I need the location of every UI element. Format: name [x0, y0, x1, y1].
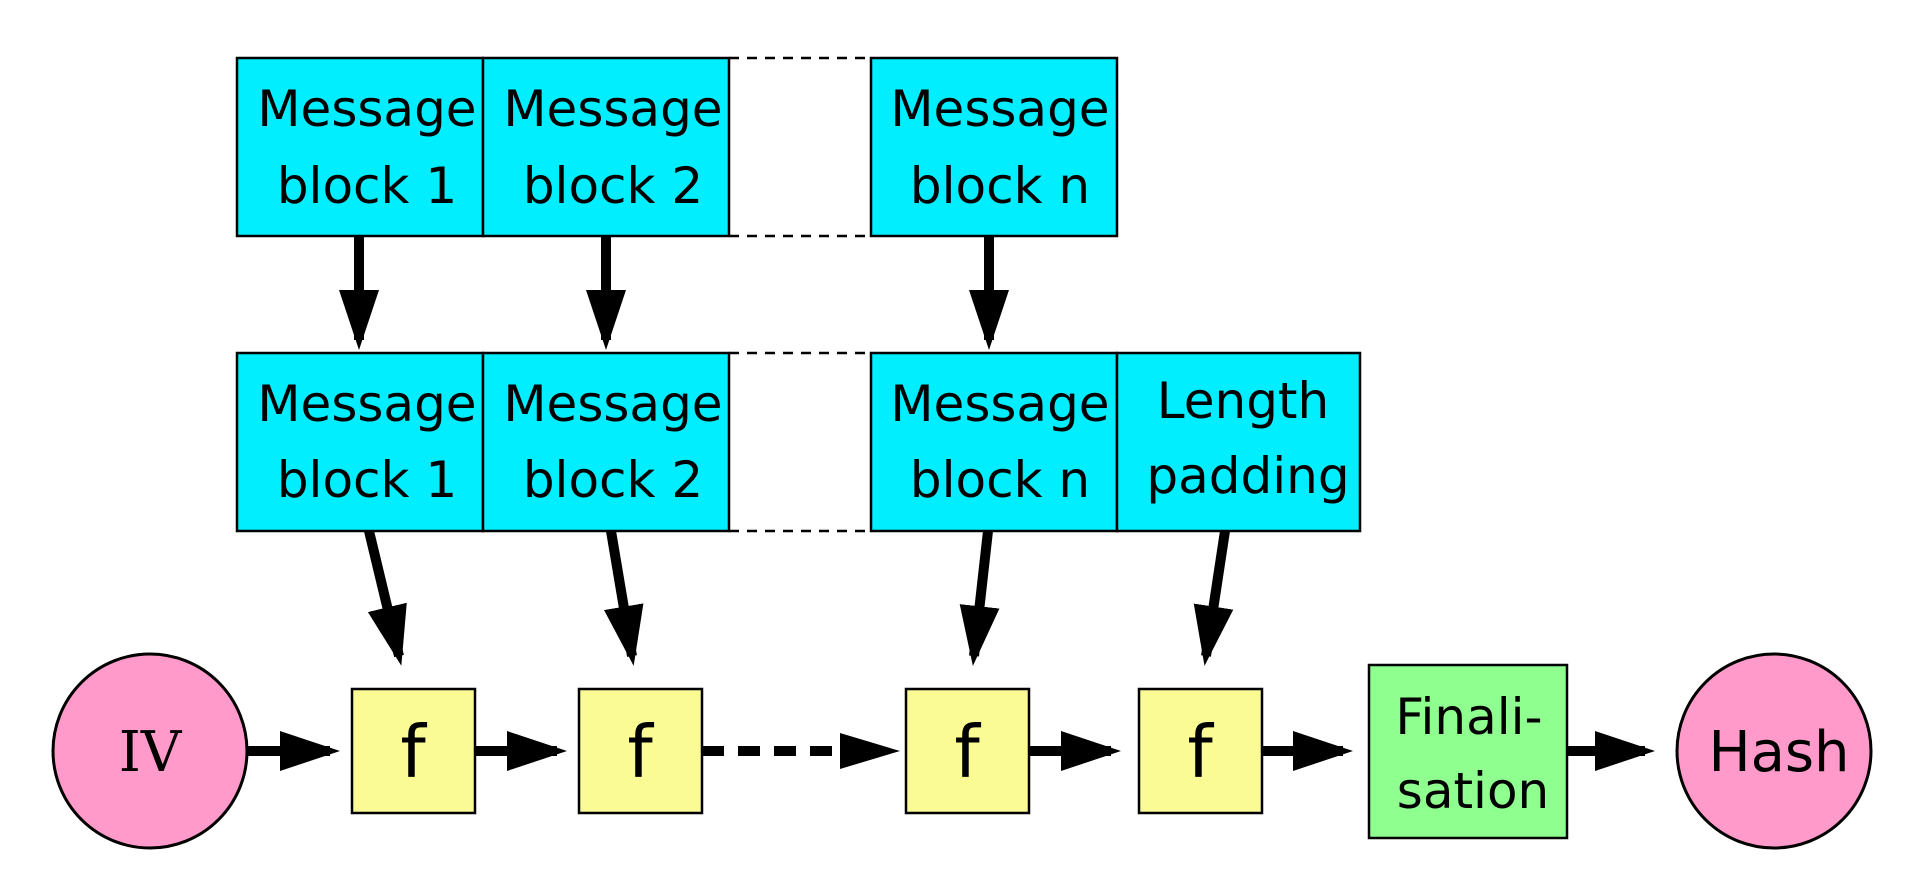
f-label-n: f [954, 710, 981, 794]
mid-block-1-line1: Message [257, 375, 476, 433]
top-block-1-line1: Message [257, 80, 476, 138]
chain-dashed-arrowhead [840, 733, 900, 769]
feed-arrow-n [959, 530, 1000, 666]
f-label-2: f [627, 710, 654, 794]
mid-block-2-line2: block 2 [523, 451, 703, 509]
mid-block-n-line1: Message [890, 375, 1109, 433]
finalisation-line1: Finali- [1395, 688, 1542, 746]
iv-label: IV [119, 720, 183, 785]
mid-message-block-1: Message block 1 [235, 351, 485, 533]
padded-message-row: Message block 1 Message block 2 Message … [235, 351, 1362, 533]
mid-message-block-n: Message block n [869, 351, 1119, 533]
hash-label: Hash [1708, 720, 1849, 785]
mid-message-block-2: Message block 2 [481, 351, 731, 533]
f-label-padding: f [1187, 710, 1214, 794]
top-message-block-1: Message block 1 [235, 56, 485, 238]
mid-block-2-line1: Message [503, 375, 722, 433]
compression-f-2: f [577, 687, 704, 815]
feed-arrow-2 [603, 530, 644, 666]
top-block-2-line1: Message [503, 80, 722, 138]
top-message-block-n: Message block n [869, 56, 1119, 238]
compression-f-1: f [350, 687, 477, 815]
top-block-2-line2: block 2 [523, 157, 703, 215]
top-message-block-2: Message block 2 [481, 56, 731, 238]
top-block-1-line2: block 1 [277, 157, 457, 215]
length-padding-block: Length padding [1115, 351, 1362, 533]
compression-f-padding: f [1137, 687, 1264, 815]
iv-node: IV [51, 652, 249, 850]
top-block-n-line1: Message [890, 80, 1109, 138]
top-block-n-line2: block n [910, 157, 1090, 215]
compression-f-n: f [904, 687, 1031, 815]
mid-block-1-line2: block 1 [277, 451, 457, 509]
mid-block-n-line2: block n [910, 451, 1090, 509]
hash-node: Hash [1675, 652, 1873, 850]
finalisation-box: Finali- sation [1367, 663, 1569, 840]
f-label-1: f [400, 710, 427, 794]
padding-line1: Length [1157, 372, 1329, 430]
padding-line2: padding [1146, 447, 1349, 505]
feed-arrow-1 [364, 529, 407, 666]
finalisation-line2: sation [1397, 762, 1549, 820]
feed-arrow-padding [1193, 530, 1234, 666]
top-message-row: Message block 1 Message block 2 Message … [235, 56, 1119, 238]
